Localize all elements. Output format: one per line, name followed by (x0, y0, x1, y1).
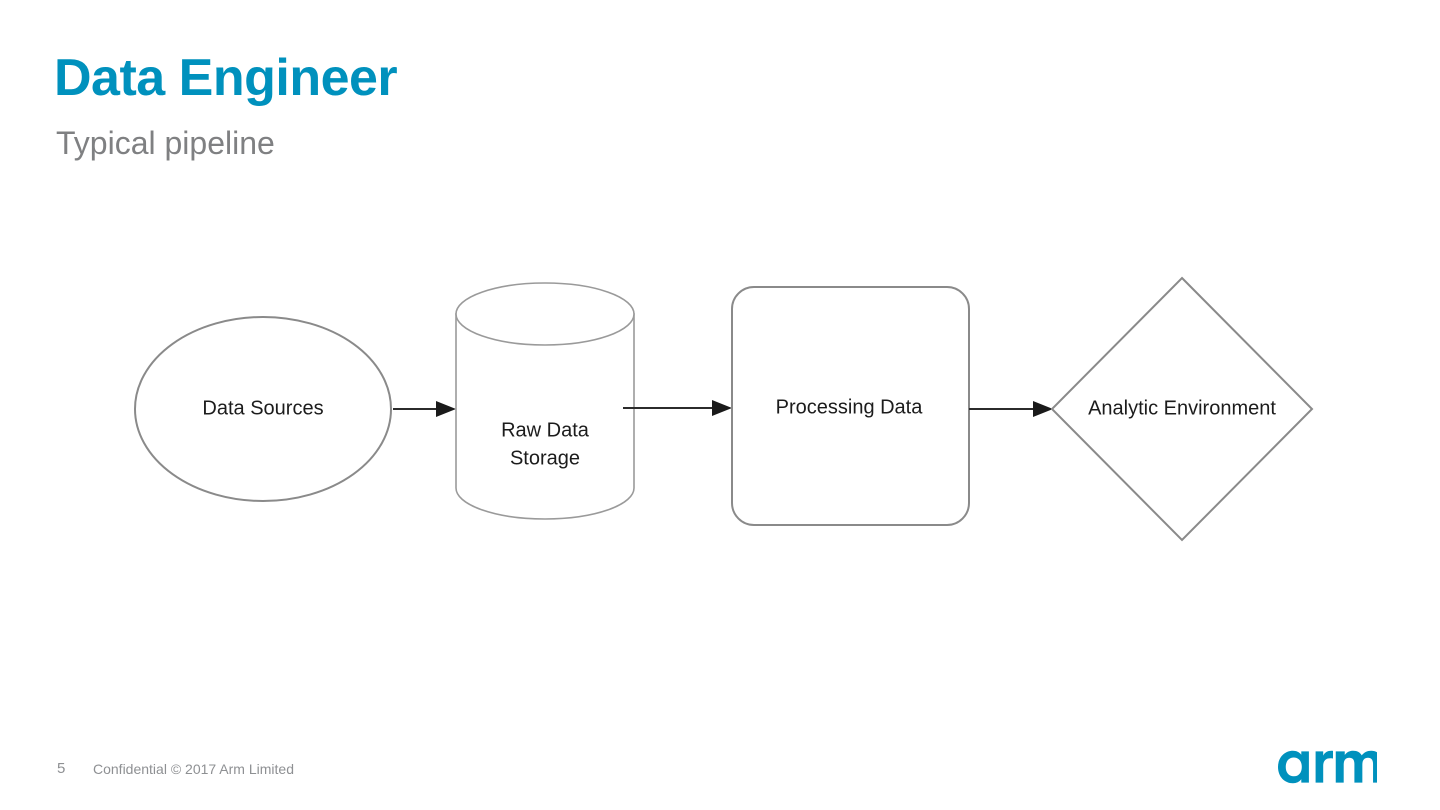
connector-raw-data-storage-to-processing-data (623, 400, 732, 416)
cylinder-top (455, 282, 635, 346)
page-title: Data Engineer (54, 49, 398, 107)
node-label-raw-data-line-1: Raw Data (501, 419, 590, 441)
page-subtitle: Typical pipeline (56, 125, 275, 161)
cylinder-body (455, 313, 635, 520)
arm-logo-mark (1278, 750, 1381, 784)
connector-processing-data-to-analytic-environment (969, 401, 1053, 417)
arrowhead-icon (712, 400, 732, 416)
connector-data-sources-to-raw-data-storage (393, 401, 456, 417)
ellipse-shape (134, 316, 392, 502)
node-label-data-sources: Data Sources (202, 397, 323, 419)
footer-page-number: 5 (57, 760, 66, 777)
rounded-rectangle-shape (731, 286, 970, 526)
diamond-shape (1050, 276, 1314, 542)
arm-logo (1277, 739, 1381, 785)
node-processing-data[interactable]: Processing Data (731, 286, 970, 526)
node-data-sources[interactable]: Data Sources (134, 316, 392, 502)
arrowhead-icon (436, 401, 456, 417)
node-label-raw-data-line-2: Storage (510, 447, 580, 469)
node-label-processing-data: Processing Data (776, 396, 924, 418)
node-analytic-environment[interactable]: Analytic Environment (1050, 276, 1314, 542)
arrowhead-icon (1033, 401, 1053, 417)
node-raw-data-storage[interactable]: Raw Data Storage (455, 282, 635, 520)
node-label-analytic-environment: Analytic Environment (1088, 397, 1276, 419)
footer-confidential-notice: Confidential © 2017 Arm Limited (93, 761, 294, 777)
